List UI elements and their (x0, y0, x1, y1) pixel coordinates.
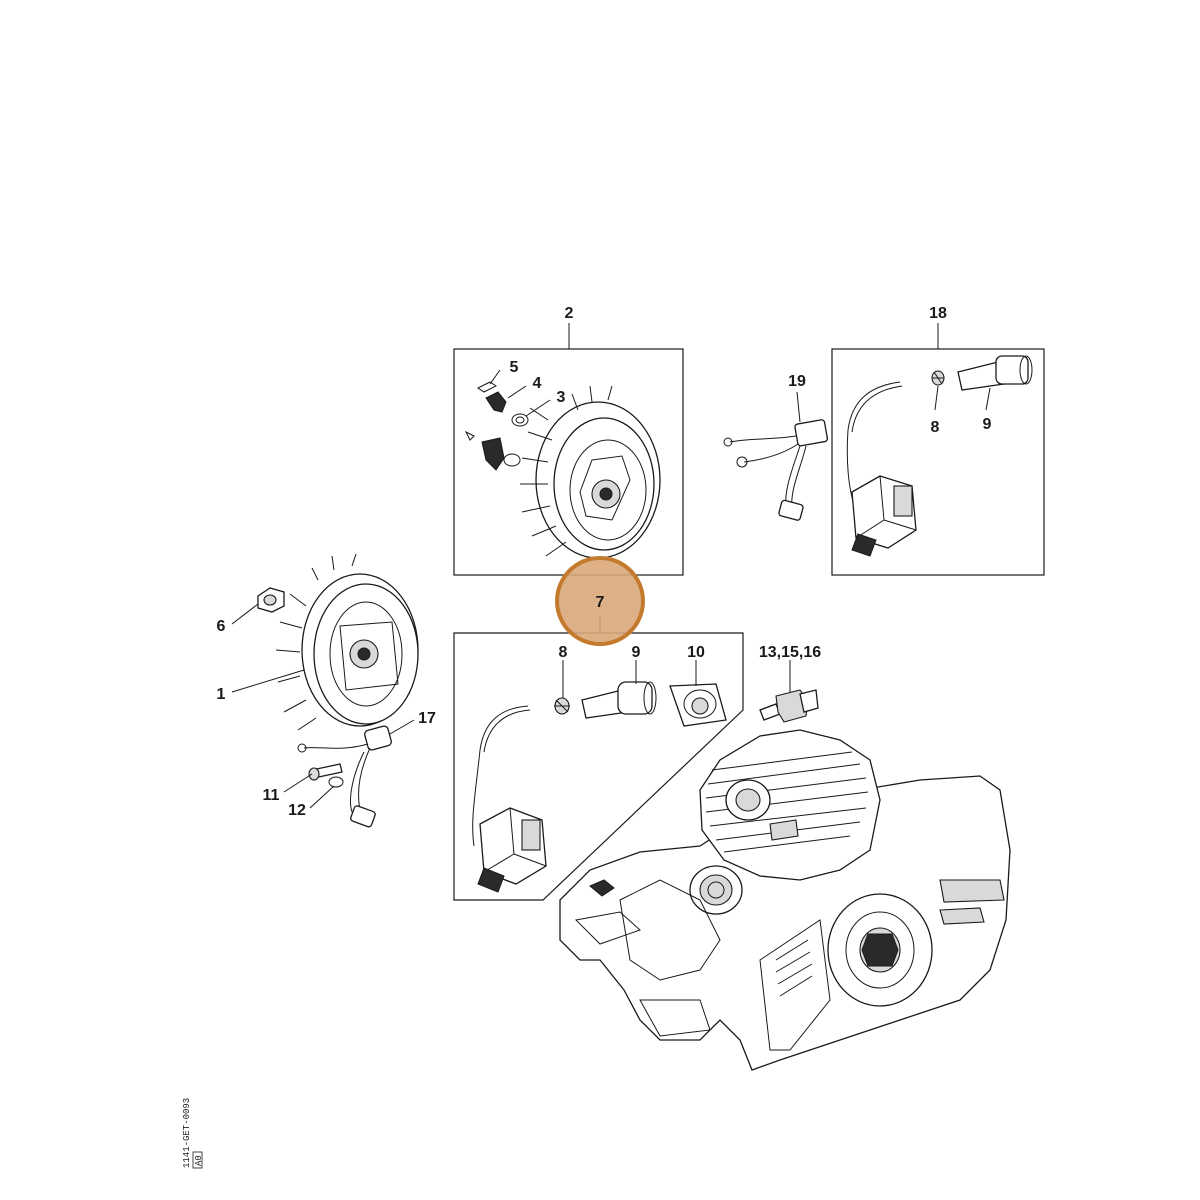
callout-19: 19 (788, 373, 806, 390)
spring-part-8 (554, 697, 570, 715)
flywheel-part-2 (520, 385, 661, 559)
callout-9-box18: 9 (983, 416, 992, 433)
callout-18: 18 (929, 305, 947, 322)
ignition-module-part-18 (846, 381, 917, 557)
ignition-coil-part-7 (472, 705, 547, 893)
document-id: 1141-GET-0093 A0 (182, 1098, 204, 1169)
flywheel-part-1 (275, 553, 419, 731)
document-id-line2: A0 (194, 1155, 204, 1166)
document-id-line1: 1141-GET-0093 (182, 1098, 192, 1168)
nut-part-6 (257, 587, 285, 613)
highlight-circle (555, 556, 645, 646)
callout-13-15-16: 13,15,16 (759, 644, 821, 661)
spring-part-8-box18 (931, 370, 945, 386)
callout-12: 12 (288, 802, 306, 819)
callout-11: 11 (263, 787, 280, 804)
washer-part-12 (328, 776, 344, 788)
engine-housing (559, 729, 1011, 1071)
callout-8-box18: 8 (931, 419, 940, 436)
callout-2: 2 (565, 305, 574, 322)
callout-1: 1 (217, 686, 226, 703)
callout-5: 5 (510, 359, 519, 376)
callout-9: 9 (632, 644, 641, 661)
callout-10: 10 (687, 644, 705, 661)
callout-17: 17 (418, 710, 436, 727)
callout-8: 8 (559, 644, 568, 661)
wiring-part-17 (297, 725, 392, 828)
pawl-parts-3-4-5 (464, 381, 529, 471)
spark-plug-part-13-15-16 (759, 689, 819, 723)
grommet-part-10 (669, 683, 727, 727)
callout-3: 3 (557, 389, 566, 406)
callout-7: 7 (596, 594, 605, 611)
callout-6: 6 (217, 618, 226, 635)
spark-plug-boot-part-9 (581, 681, 657, 719)
box-assembly-7 (453, 632, 744, 901)
wire-harness-part-19 (723, 419, 829, 521)
boot-part-9-box18 (957, 355, 1033, 391)
callout-4: 4 (533, 375, 542, 392)
screw-part-11 (308, 763, 343, 781)
